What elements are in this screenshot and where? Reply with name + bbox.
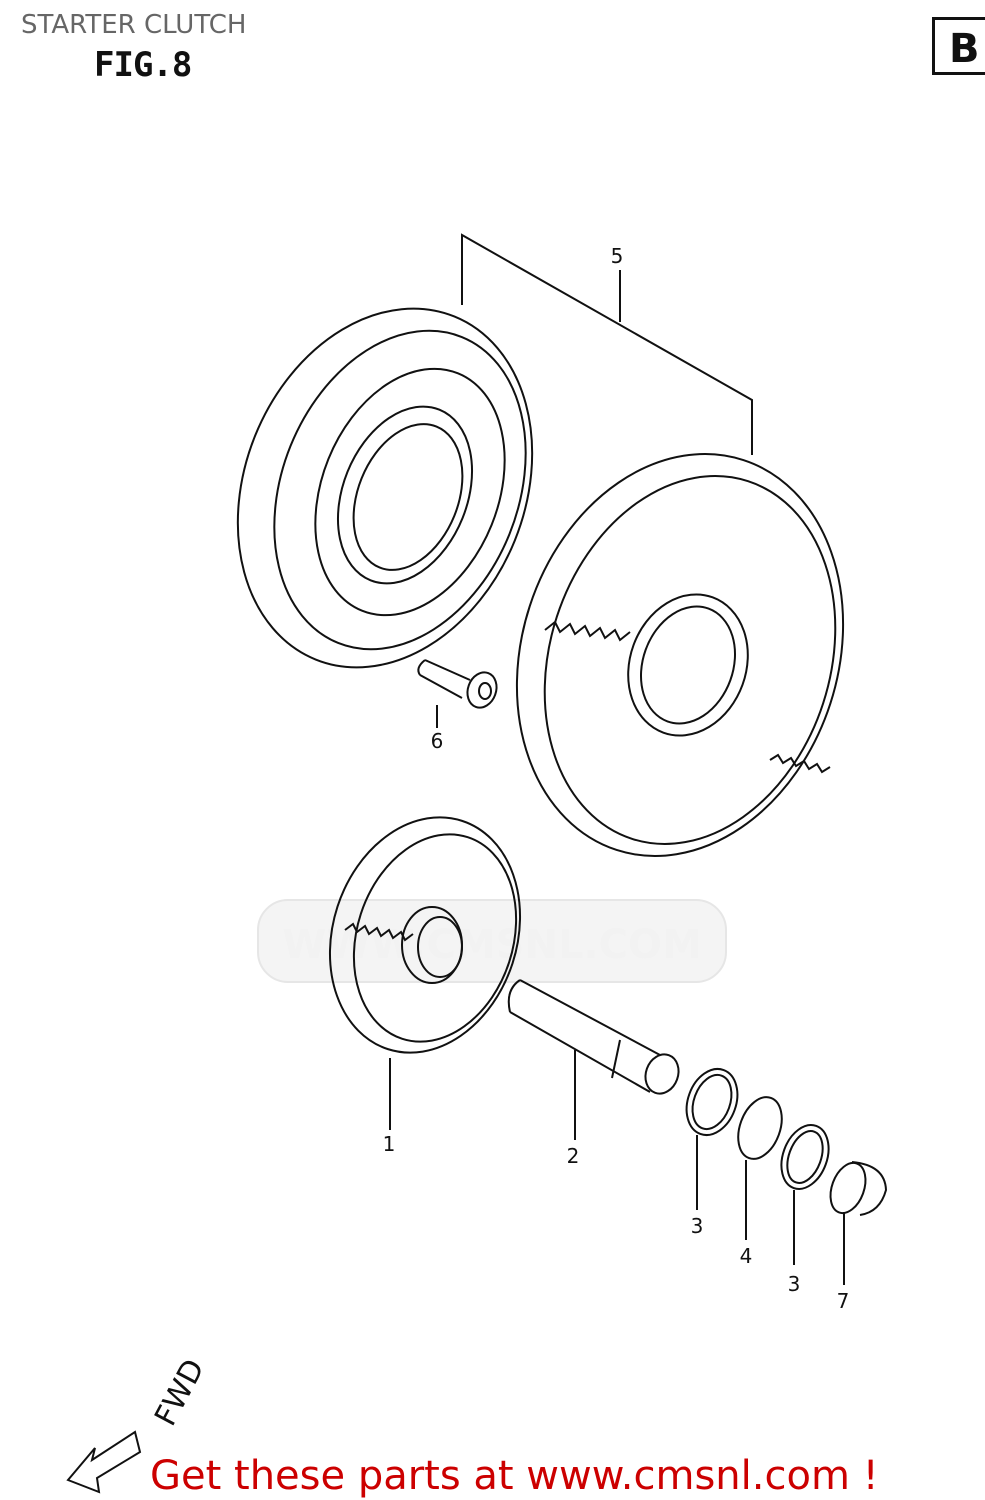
part-washer-2[interactable] [773,1118,837,1195]
callout-2: 2 [567,1144,580,1168]
part-shaft[interactable] [507,979,684,1098]
part-starter-clutch[interactable] [186,264,584,712]
callout-5: 5 [611,244,624,268]
promo-link[interactable]: Get these parts at www.cmsnl.com ! [150,1453,879,1499]
washer-2-inner [786,1130,824,1184]
callout-7: 7 [837,1289,850,1313]
callout-3b: 3 [788,1272,801,1296]
callout-3a: 3 [691,1214,704,1238]
callout-6: 6 [431,729,444,753]
washer-1-inner [691,1073,733,1131]
figure-label: FIG.8 [94,45,192,85]
part-starter-driven-gear[interactable] [466,411,893,899]
part-washer-1[interactable] [678,1062,746,1142]
fwd-arrow-icon [66,1430,142,1494]
page-title: STARTER CLUTCH [21,10,247,40]
callout-4: 4 [740,1244,753,1268]
part-idle-gear[interactable] [300,792,549,1077]
watermark-text: WWW.CMSNL.COM [282,922,702,968]
fwd-label: FWD [148,1353,212,1431]
callout-1: 1 [383,1132,396,1156]
watermark: WWW.CMSNL.COM [257,899,727,983]
section-badge-letter: B [949,26,980,72]
callout-bracket-5 [461,233,753,455]
part-circlip[interactable] [730,1091,789,1165]
part-cap[interactable] [824,1158,888,1218]
part-bolt[interactable] [417,659,501,712]
section-badge: B [932,17,985,75]
